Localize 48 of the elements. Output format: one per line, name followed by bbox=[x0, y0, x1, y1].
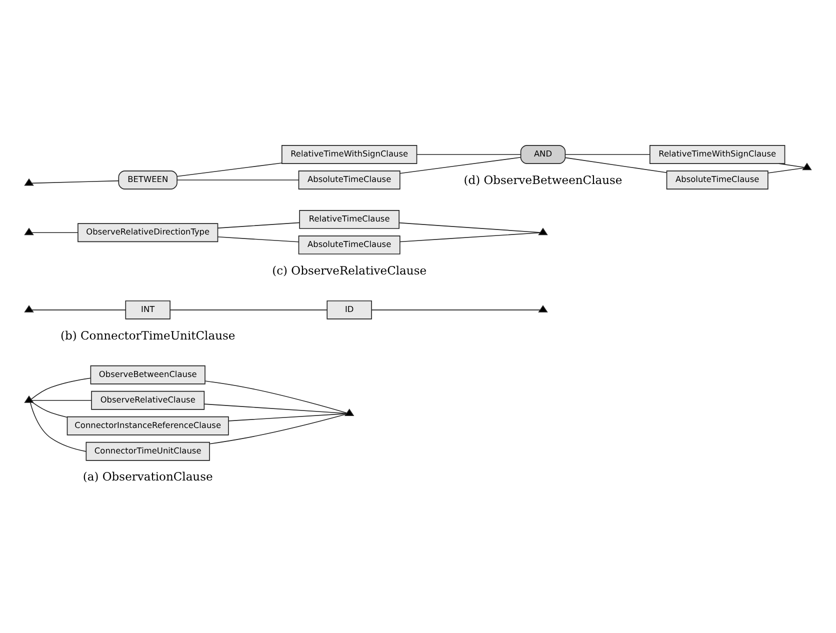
connector bbox=[176, 162, 282, 177]
connector bbox=[31, 232, 78, 234]
node-box: ConnectorInstanceReferenceClause bbox=[66, 416, 229, 436]
connector bbox=[400, 232, 540, 242]
node-box: ObserveRelativeDirectionType bbox=[78, 223, 218, 242]
connector bbox=[204, 380, 348, 414]
node-triangle bbox=[802, 162, 812, 170]
connector bbox=[416, 154, 521, 155]
node-box: RelativeTimeWithSignClause bbox=[650, 145, 786, 164]
node-box: AbsoluteTimeClause bbox=[298, 170, 400, 190]
connector bbox=[400, 156, 522, 174]
node-triangle bbox=[538, 228, 548, 236]
connector bbox=[204, 404, 347, 414]
node-box: ID bbox=[326, 300, 372, 320]
node-box: AND bbox=[520, 145, 566, 164]
node-triangle bbox=[24, 305, 34, 312]
node-triangle bbox=[538, 305, 548, 312]
node-box: RelativeTimeClause bbox=[299, 210, 400, 229]
node-box: INT bbox=[125, 300, 170, 320]
node-triangle bbox=[24, 396, 34, 403]
label: (a) ObservationClause bbox=[82, 470, 213, 484]
connector bbox=[30, 402, 86, 452]
node-box: ConnectorTimeUnitClause bbox=[86, 442, 210, 461]
node-box: ObserveBetweenClause bbox=[90, 365, 206, 384]
connector bbox=[218, 222, 300, 228]
node-box: AbsoluteTimeClause bbox=[666, 170, 768, 190]
node-triangle bbox=[24, 228, 34, 236]
connector bbox=[218, 236, 299, 242]
node-box: BETWEEN bbox=[118, 170, 178, 190]
node-box: RelativeTimeWithSignClause bbox=[281, 145, 418, 164]
label: (c) ObserveRelativeClause bbox=[272, 263, 427, 278]
connector bbox=[768, 168, 804, 174]
connector bbox=[32, 402, 68, 418]
connector bbox=[778, 163, 805, 168]
node-box: AbsoluteTimeClause bbox=[298, 236, 400, 254]
connector bbox=[564, 157, 668, 174]
node-triangle bbox=[24, 178, 34, 186]
connector bbox=[564, 154, 650, 155]
label: (d) ObserveBetweenClause bbox=[464, 172, 622, 187]
node-triangle bbox=[344, 408, 354, 416]
connector bbox=[209, 414, 346, 444]
label: (b) ConnectorTimeUnitClause bbox=[60, 328, 236, 342]
connector bbox=[31, 400, 92, 401]
connector bbox=[228, 413, 347, 422]
connector bbox=[31, 180, 120, 184]
connector bbox=[30, 378, 92, 400]
connector bbox=[398, 222, 541, 233]
node-box: ObserveRelativeClause bbox=[91, 390, 205, 410]
